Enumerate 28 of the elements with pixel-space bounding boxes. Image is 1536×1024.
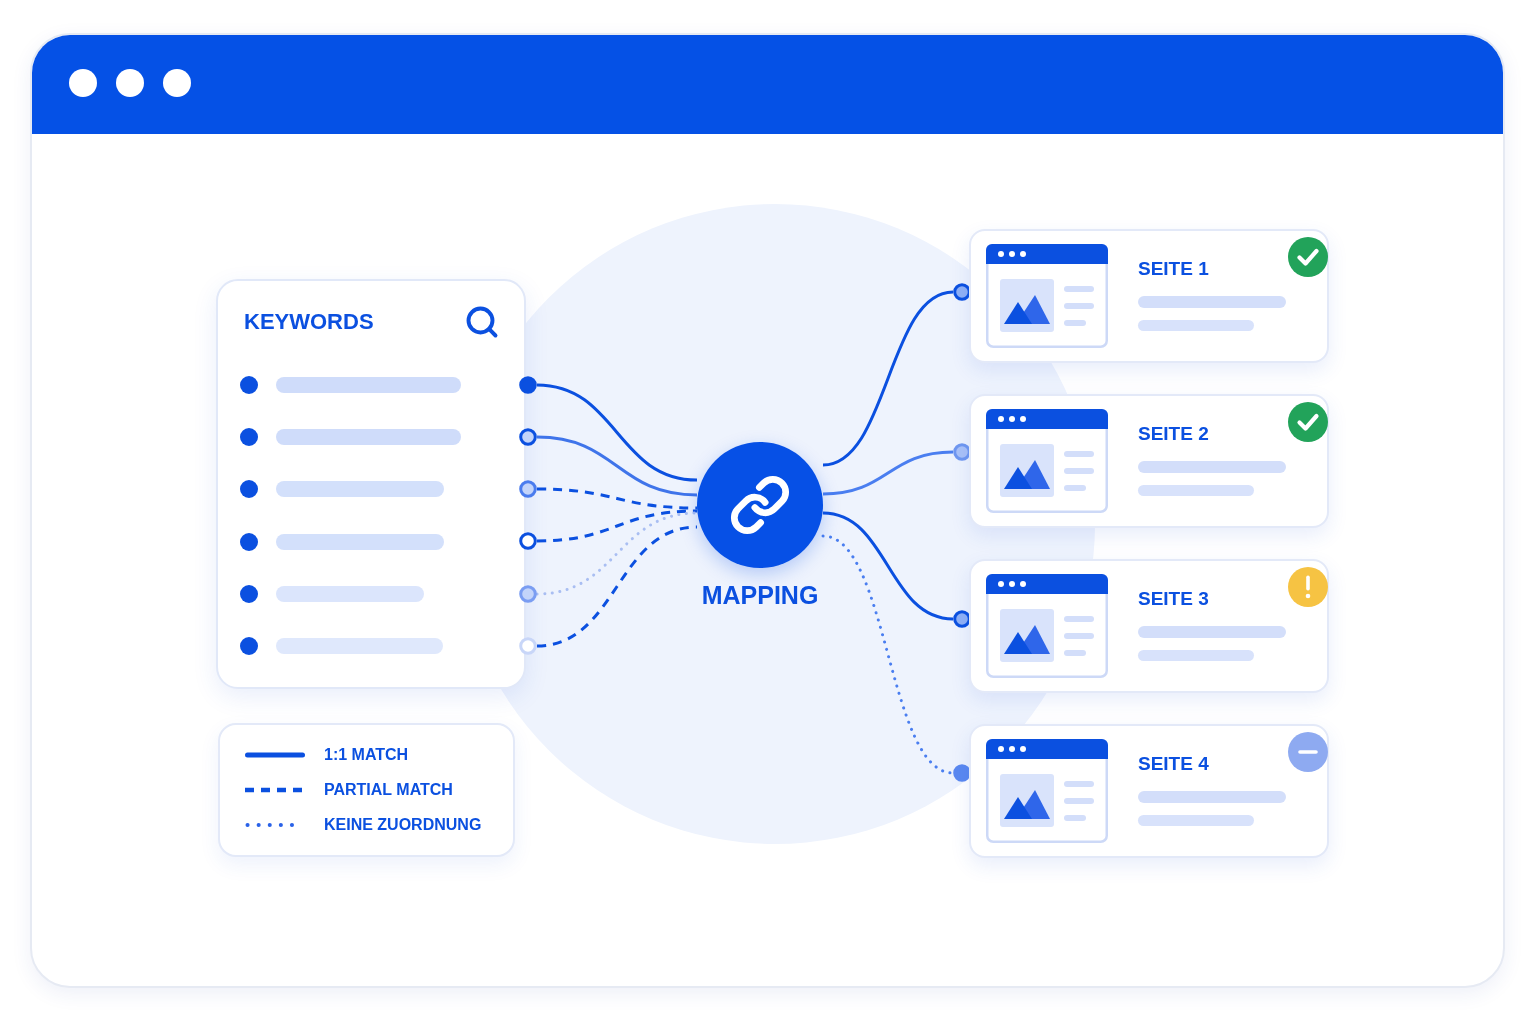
connector <box>822 511 954 621</box>
connector <box>822 450 954 496</box>
connector <box>536 435 698 497</box>
page-card <box>969 724 1329 858</box>
connector <box>536 525 698 648</box>
connector-port <box>519 376 537 394</box>
legend-label: 1:1 MATCH <box>324 745 409 765</box>
connector <box>536 383 698 482</box>
card-title: SEITE 4 <box>1138 752 1209 776</box>
connector-port <box>519 428 537 446</box>
card-title: SEITE 3 <box>1138 587 1209 611</box>
connector-port <box>519 585 537 603</box>
connector-port <box>519 532 537 550</box>
keywords-panel <box>216 279 526 689</box>
legend-label: PARTIAL MATCH <box>324 780 453 800</box>
node-label: MAPPING <box>701 580 819 610</box>
connector-port <box>519 637 537 655</box>
page-card <box>969 394 1329 528</box>
legend-label: KEINE ZUORDNUNG <box>324 815 482 835</box>
connector <box>822 290 954 467</box>
connector <box>536 487 698 510</box>
panel-title: KEYWORDS <box>244 308 374 336</box>
connector-port <box>519 480 537 498</box>
connector <box>536 509 698 543</box>
card-title: SEITE 1 <box>1138 257 1209 281</box>
page-card <box>969 559 1329 693</box>
card-title: SEITE 2 <box>1138 422 1209 446</box>
page-card <box>969 229 1329 363</box>
